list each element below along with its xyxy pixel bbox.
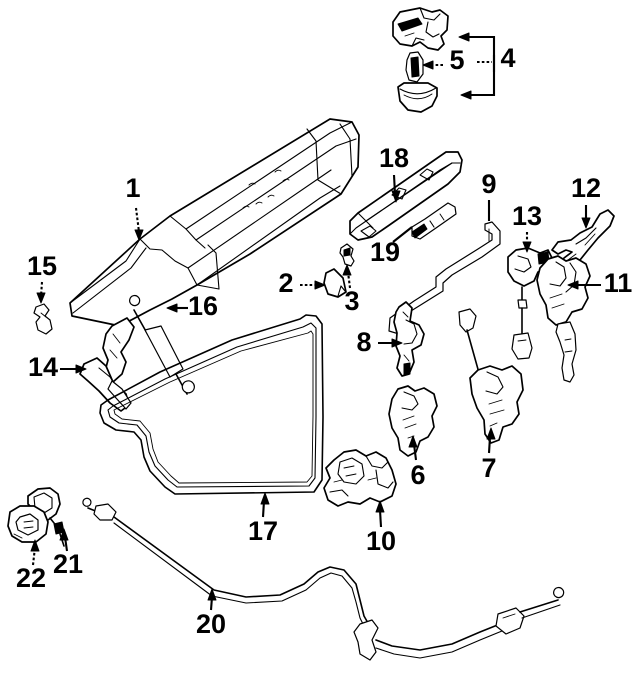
part-hinge-clip[interactable]: [33, 303, 53, 335]
callout-label-20: 20: [196, 609, 226, 639]
part-finish-trim-panel[interactable]: [349, 151, 463, 241]
callout-label-6: 6: [410, 460, 425, 490]
part-striker-latch-left[interactable]: [388, 385, 438, 457]
callout-label-10: 10: [366, 526, 396, 556]
part-trunk-lid-panel[interactable]: [69, 118, 360, 327]
callout-label-1: 1: [125, 173, 140, 203]
callout-numbers: 1 2 3 4 5 6 7 8 9 10 11 12 13 14 15 16 1…: [16, 43, 632, 639]
callout-label-14: 14: [28, 352, 58, 382]
part-bumper-grommet[interactable]: [323, 268, 347, 298]
part-lock-actuator-solenoid[interactable]: [323, 449, 397, 507]
callout-label-7: 7: [481, 453, 496, 483]
part-support-strut[interactable]: [129, 295, 195, 395]
callout-label-21: 21: [53, 549, 83, 579]
part-pin-stud[interactable]: [339, 243, 355, 267]
callout-label-3: 3: [344, 286, 359, 316]
part-weatherstrip-seal[interactable]: [99, 314, 324, 495]
callout-label-13: 13: [512, 201, 542, 231]
callout-label-22: 22: [16, 563, 46, 593]
callout-label-2: 2: [278, 268, 293, 298]
part-release-handle-bezel[interactable]: [7, 505, 49, 543]
callout-label-19: 19: [370, 237, 400, 267]
callout-label-8: 8: [356, 327, 371, 357]
callout-label-4: 4: [500, 43, 515, 73]
part-lock-cylinder-with-key[interactable]: [536, 255, 591, 383]
callout-label-11: 11: [604, 268, 633, 298]
part-lamp-bulb-socket[interactable]: [405, 51, 424, 83]
callout-label-12: 12: [571, 173, 601, 203]
callout-label-5: 5: [449, 45, 464, 75]
callout-label-18: 18: [379, 143, 409, 173]
callout-label-17: 17: [248, 516, 278, 546]
callout-label-9: 9: [481, 169, 496, 199]
callout-label-15: 15: [27, 251, 57, 281]
lid-surface-marks: [242, 169, 290, 209]
part-hinge-assembly[interactable]: [79, 317, 135, 412]
part-lamp-lens-cup[interactable]: [397, 82, 438, 113]
part-striker-latch-right[interactable]: [458, 308, 524, 444]
part-lock-rod-clip[interactable]: [393, 301, 425, 377]
callout-label-16: 16: [188, 291, 218, 321]
part-gas-cylinder-rod[interactable]: [411, 202, 457, 240]
callout-leaders: [30, 32, 601, 611]
part-release-cable[interactable]: [82, 497, 565, 661]
part-lamp-assembly[interactable]: [392, 7, 449, 51]
